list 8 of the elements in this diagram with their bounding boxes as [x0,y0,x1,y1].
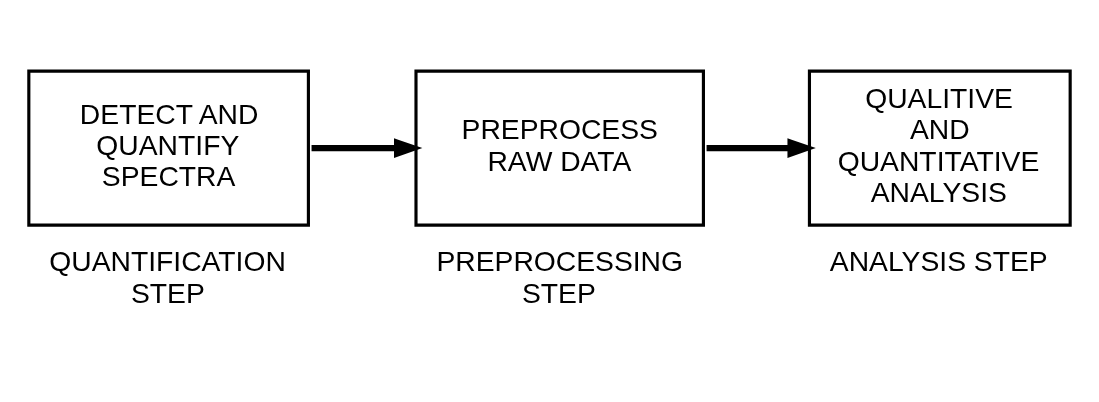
node-box: PREPROCESS RAW DATA [414,69,705,227]
node-label: PREPROCESSING STEP [436,244,684,309]
node-box: DETECT AND QUANTIFY SPECTRA [27,69,310,227]
arrow [311,137,423,158]
arrow [706,137,816,158]
node-label: ANALYSIS STEP [829,244,1048,277]
node-box: QUALITIVE AND QUANTITATIVE ANALYSIS [807,69,1072,227]
node-label: QUANTIFICATION STEP [49,244,286,309]
